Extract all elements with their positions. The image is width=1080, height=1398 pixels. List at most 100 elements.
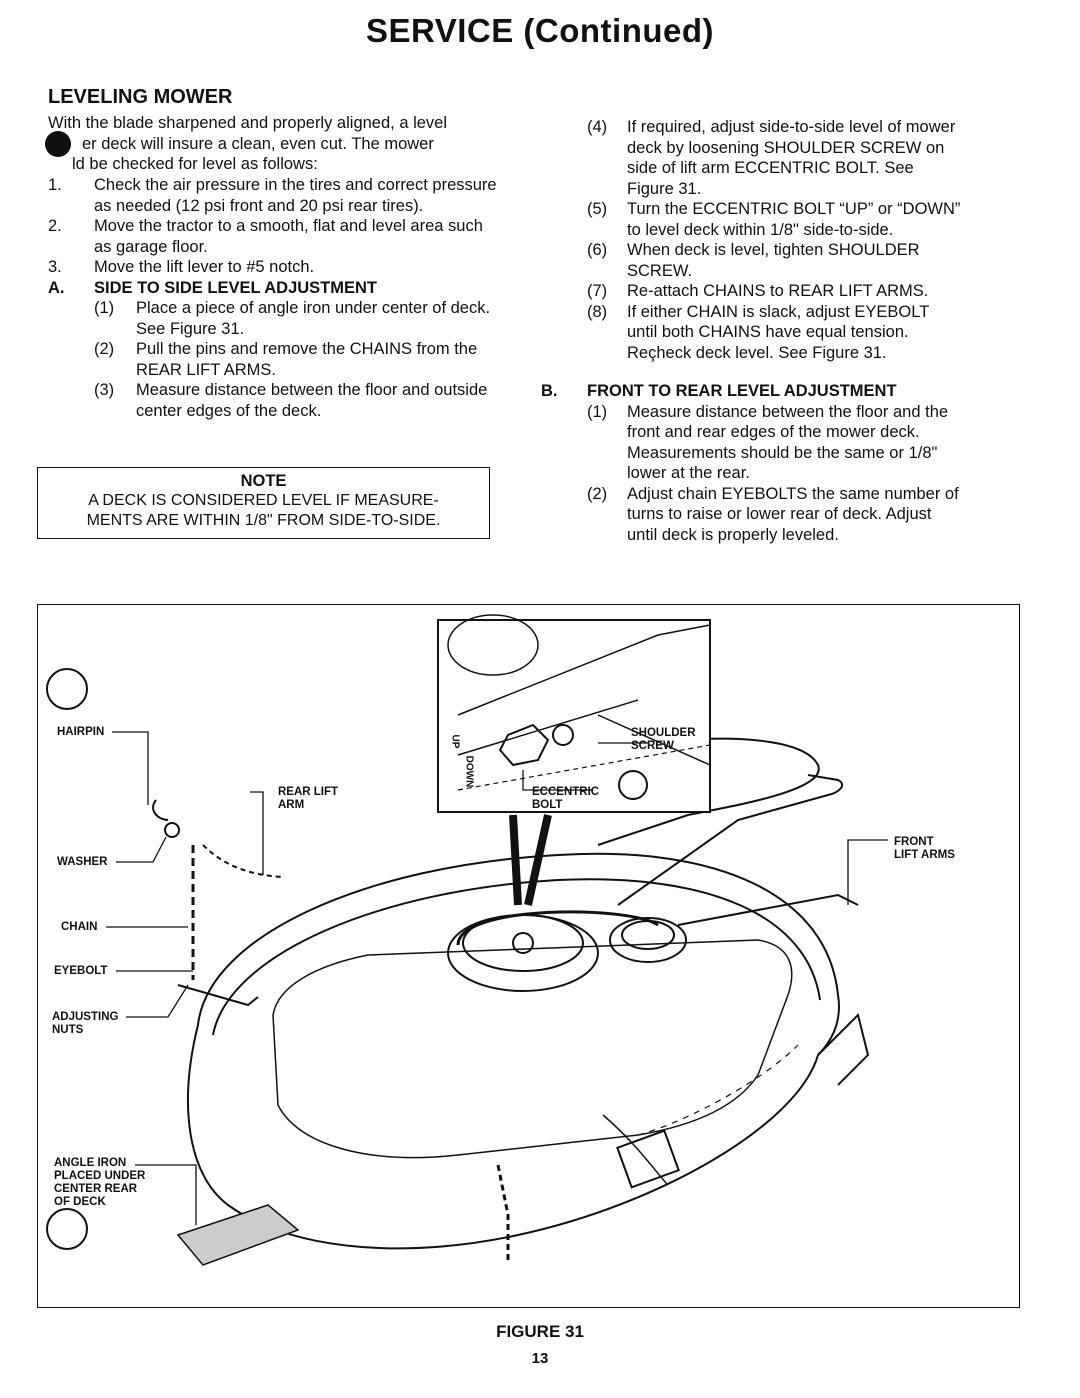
note-line-1: A DECK IS CONSIDERED LEVEL IF MEASURE- (88, 492, 439, 509)
section-a-number: A. (48, 278, 65, 297)
label-line: ARM (278, 799, 305, 811)
substep-item: (2) Pull the pins and remove the CHAINS f… (48, 339, 503, 380)
left-column: 1. Check the air pressure in the tires an… (48, 175, 503, 421)
substep-text: Pull the pins and remove the CHAINS from… (136, 340, 478, 379)
substep-number: (3) (94, 381, 115, 399)
page-title: SERVICE (Continued) (365, 12, 715, 49)
washer-label: WASHER (57, 856, 108, 868)
angle-iron-label: ANGLE IRON PLACED UNDER CENTER REAR OF D… (54, 1157, 145, 1209)
chain-label: CHAIN (61, 921, 98, 933)
substep-item: (2)Adjust chain EYEBOLTS the same number… (587, 484, 962, 546)
right-column: (4) If required, adjust side-to-side leve… (541, 117, 962, 546)
hairpin-leader (112, 731, 149, 805)
label-line: LIFT ARMS (894, 849, 955, 861)
note-title: NOTE (240, 472, 287, 490)
substep-text: Re-attach CHAINS to REAR LIFT ARMS. (627, 282, 929, 300)
label-line: SCREW (631, 740, 674, 752)
step-number: 3. (48, 258, 62, 276)
label-line: ECCENTRIC (532, 786, 600, 798)
substep-number: (1) (94, 299, 115, 317)
intro-line-2: er deck will insure a clean, even cut. T… (82, 134, 434, 153)
front-lift-arms-label: FRONT LIFT ARMS (894, 836, 955, 862)
substep-number: (4) (587, 118, 608, 136)
substep-item: (4) If required, adjust side-to-side leve… (587, 117, 962, 199)
shoulder-screw-label: SHOULDER SCREW (631, 727, 696, 753)
label-line: NUTS (52, 1024, 84, 1036)
note-box: NOTE A DECK IS CONSIDERED LEVEL IF MEASU… (37, 467, 490, 539)
punch-hole-icon (46, 668, 88, 710)
step-text: Check the air pressure in the tires and … (94, 176, 497, 215)
label-line: SHOULDER (631, 727, 696, 739)
hairpin-label: HAIRPIN (57, 726, 105, 738)
step-text: Move the tractor to a smooth, flat and l… (94, 217, 483, 256)
figure-caption: FIGURE 31 (496, 1322, 584, 1341)
eyebolt-bracket (177, 984, 259, 1007)
section-b-number: B. (541, 382, 558, 400)
right-pulley (609, 917, 687, 963)
mower-deck-illustration (46, 614, 888, 1266)
label-line: ADJUSTING (52, 1011, 119, 1023)
intro-paragraph: With the blade sharpened and properly al… (48, 113, 488, 175)
shoulder-screw-head (498, 723, 550, 767)
substep-number: (1) (587, 402, 608, 421)
substep-text: Turn the ECCENTRIC BOLT “UP” or “DOWN” t… (627, 200, 961, 239)
section-b-title: FRONT TO REAR LEVEL ADJUSTMENT (587, 382, 897, 400)
section-a-heading: A. SIDE TO SIDE LEVEL ADJUSTMENT (48, 278, 503, 299)
substep-item: (5) Turn the ECCENTRIC BOLT “UP” or “DOWN… (587, 199, 962, 240)
step-text: Move the lift lever to #5 notch. (94, 258, 315, 276)
substep-text: If either CHAIN is slack, adjust EYEBOLT… (627, 302, 929, 362)
intro-line-3: ld be checked for level as follows: (72, 155, 318, 173)
substep-text: Adjust chain EYEBOLTS the same number of… (627, 484, 959, 544)
punch-hole-icon (46, 1208, 88, 1250)
step-item: 2. Move the tractor to a smooth, flat and… (48, 216, 503, 257)
eccentric-bolt-label: ECCENTRIC BOLT (532, 786, 599, 812)
step-number: 2. (48, 217, 62, 235)
substep-item: (3) Measure distance between the floor an… (48, 380, 503, 421)
note-line-2: MENTS ARE WITHIN 1/8" FROM SIDE-TO-SIDE. (86, 512, 441, 529)
eccentric-leader (522, 770, 593, 791)
angle-iron-leader (135, 1164, 197, 1225)
hairpin-clip (152, 799, 169, 821)
punch-hole-mark (45, 131, 71, 157)
substep-text: Measure distance between the floor and o… (136, 381, 488, 420)
label-line: REAR LIFT (278, 786, 339, 798)
substep-number: (6) (587, 241, 608, 259)
substep-number: (7) (587, 282, 608, 300)
washer-ring (164, 822, 180, 838)
label-line: BOLT (532, 799, 563, 811)
rear-lift-leader (250, 791, 264, 875)
intro-line-1: With the blade sharpened and properly al… (48, 114, 448, 132)
section-a-title: SIDE TO SIDE LEVEL ADJUSTMENT (94, 278, 377, 297)
step-number: 1. (48, 176, 62, 194)
substep-number: (8) (587, 302, 608, 321)
substep-number: (5) (587, 200, 608, 218)
substep-text: If required, adjust side-to-side level o… (627, 118, 956, 198)
inset-detail (437, 614, 711, 813)
substep-text: When deck is level, tighten SHOULDER SCR… (627, 241, 920, 280)
step-item: 3. Move the lift lever to #5 notch. (48, 257, 503, 278)
section-heading: LEVELING MOWER (48, 86, 233, 108)
deck-rim (212, 878, 821, 1036)
eyebolt-label: EYEBOLT (54, 965, 108, 977)
adjusting-nuts-leader (126, 984, 189, 1018)
substep-item: (6) When deck is level, tighten SHOULDER … (587, 240, 962, 281)
rear-lift-arm-label: REAR LIFT ARM (278, 786, 338, 812)
substep-item: (1) Place a piece of angle iron under cen… (48, 298, 503, 339)
label-line: PLACED UNDER (54, 1170, 146, 1182)
label-line: ANGLE IRON (54, 1157, 127, 1169)
label-line: FRONT (894, 836, 934, 848)
warning-decal (616, 1129, 680, 1189)
substep-item: (7) Re-attach CHAINS to REAR LIFT ARMS. (587, 281, 962, 302)
inset-up-label: UP (449, 734, 461, 749)
rear-chain (496, 1164, 510, 1260)
substep-text: Measure distance between the floor and t… (627, 402, 949, 483)
substep-item: (1) Measure distance between the floor an… (587, 402, 962, 484)
section-b-heading: B. FRONT TO REAR LEVEL ADJUSTMENT (541, 381, 962, 402)
step-item: 1. Check the air pressure in the tires an… (48, 175, 503, 216)
eccentric-nut (552, 724, 574, 746)
figure-31-frame: HAIRPIN WASHER CHAIN EYEBOLT ADJUSTING N… (37, 604, 1020, 1308)
label-line: OF DECK (54, 1196, 106, 1208)
substep-text: Place a piece of angle iron under center… (136, 299, 491, 338)
substep-number: (2) (94, 340, 115, 358)
label-line: CENTER REAR (54, 1183, 138, 1195)
